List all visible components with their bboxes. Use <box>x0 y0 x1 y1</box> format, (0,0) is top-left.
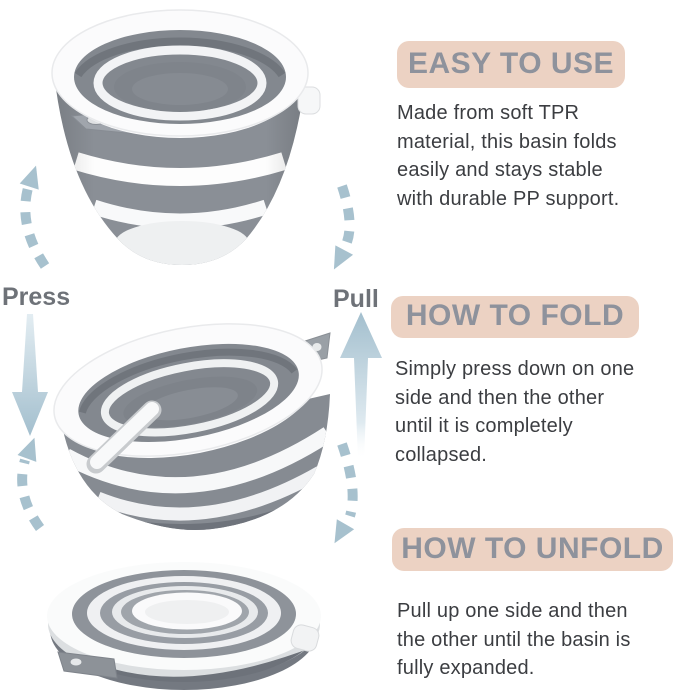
heading-easy-to-use: EASY TO USE <box>397 41 625 88</box>
heading-how-to-fold: HOW TO FOLD <box>391 296 639 338</box>
handle-bracket <box>57 651 118 679</box>
heading-text: HOW TO UNFOLD <box>401 531 664 565</box>
bucket-expanded-photo <box>51 9 321 265</box>
rim-tab <box>297 86 321 115</box>
collapsed-disc <box>47 562 321 690</box>
how-to-fold-text: Simply press down on one side and then t… <box>395 358 635 466</box>
heading-how-to-unfold: HOW TO UNFOLD <box>392 528 673 571</box>
bucket-half-folded-photo <box>53 323 331 530</box>
dashed-arrow-up-icon <box>17 437 45 531</box>
rim-tab <box>290 624 320 652</box>
bucket-handle <box>86 400 162 474</box>
bucket-rim <box>51 9 309 138</box>
press-arrow-icon <box>12 314 48 436</box>
how-to-unfold-text: Pull up one side and then the other unti… <box>397 600 631 679</box>
pull-label: Pull <box>333 285 379 313</box>
press-label: Press <box>2 283 71 311</box>
pull-arrow-icon <box>340 312 382 460</box>
dashed-arrow-down-icon <box>334 442 358 544</box>
heading-text: HOW TO FOLD <box>405 299 625 332</box>
dashed-arrow-up-icon <box>19 165 50 269</box>
easy-to-use-text: Made from soft TPR material, this basin … <box>397 102 620 210</box>
bucket-collapsed-photo <box>47 562 321 690</box>
dashed-arrow-down-icon <box>333 184 355 270</box>
heading-text: EASY TO USE <box>407 46 615 80</box>
